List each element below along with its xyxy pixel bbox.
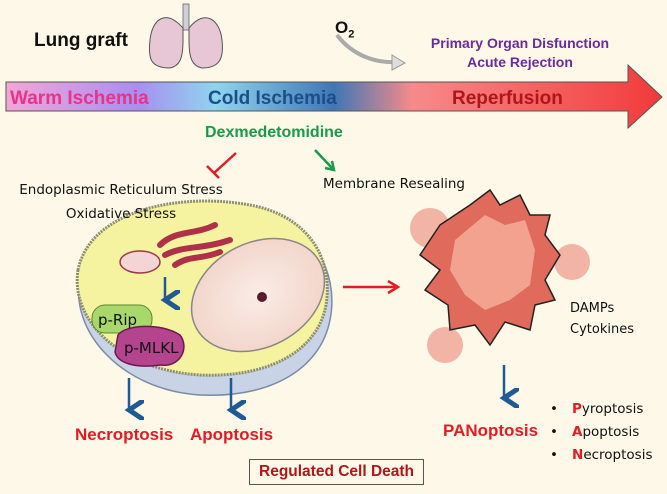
clinical-outcomes: Primary Organ Disfunction Acute Rejectio… xyxy=(400,34,640,72)
panoptosis-label: PANoptosis xyxy=(443,421,539,440)
phase-reperfusion: Reperfusion xyxy=(452,88,563,109)
outcome-primary-dysfunction: Primary Organ Disfunction xyxy=(430,35,610,51)
necroptosis-label: Necroptosis xyxy=(75,425,174,444)
rest-n: ecroptosis xyxy=(583,447,653,463)
apoptosis-label: Apoptosis xyxy=(190,425,274,444)
initial-n: N xyxy=(572,447,584,463)
oxygen-label: O2 xyxy=(335,18,354,40)
oxygen-subscript: 2 xyxy=(348,28,355,41)
cytokines-label: Cytokines xyxy=(570,322,634,337)
phase-warm-ischemia: Warm Ischemia xyxy=(10,88,149,109)
component-necroptosis: Necroptosis xyxy=(550,444,653,467)
regulated-cell-death-box: Regulated Cell Death xyxy=(249,459,425,485)
rest-p: yroptosis xyxy=(581,401,644,417)
cell-illustration xyxy=(75,199,333,396)
component-pyroptosis: Pyroptosis xyxy=(550,398,653,421)
lung-graft-label: Lung graft xyxy=(34,30,128,51)
oxygen-symbol: O xyxy=(335,18,349,37)
inhibited-stress: Endoplasmic Reticulum Stress Oxidative S… xyxy=(6,178,236,226)
membrane-resealing-label: Membrane Resealing xyxy=(323,176,465,192)
outcome-acute-rejection: Acute Rejection xyxy=(467,54,573,70)
oxygen-arrow xyxy=(335,33,396,65)
drug-name: Dexmedetomidine xyxy=(205,124,343,141)
lung-icon xyxy=(148,3,223,69)
timeline-arrow xyxy=(5,63,663,130)
rest-a: poptosis xyxy=(582,424,640,440)
released-factors: DAMPs Cytokines xyxy=(570,298,634,340)
mitochondrion-icon xyxy=(119,250,161,274)
dying-cell-illustration xyxy=(410,188,590,363)
p-mlkl-label: p-MLKL xyxy=(124,339,179,357)
oxidative-stress-label: Oxidative Stress xyxy=(65,206,177,222)
er-icon xyxy=(157,222,233,268)
promote-arrow xyxy=(314,149,333,169)
phase-cold-ischemia: Cold Ischemia xyxy=(208,88,337,109)
damps-label: DAMPs xyxy=(570,301,615,316)
inhibit-arrow xyxy=(213,152,237,174)
panoptosis-components: Pyroptosis Apoptosis Necroptosis xyxy=(550,398,653,467)
initial-p: P xyxy=(572,401,582,417)
initial-a: A xyxy=(572,424,583,440)
component-apoptosis: Apoptosis xyxy=(550,421,653,444)
er-stress-label: Endoplasmic Reticulum Stress xyxy=(19,182,223,198)
p-rip-label: p-Rip xyxy=(98,311,138,329)
